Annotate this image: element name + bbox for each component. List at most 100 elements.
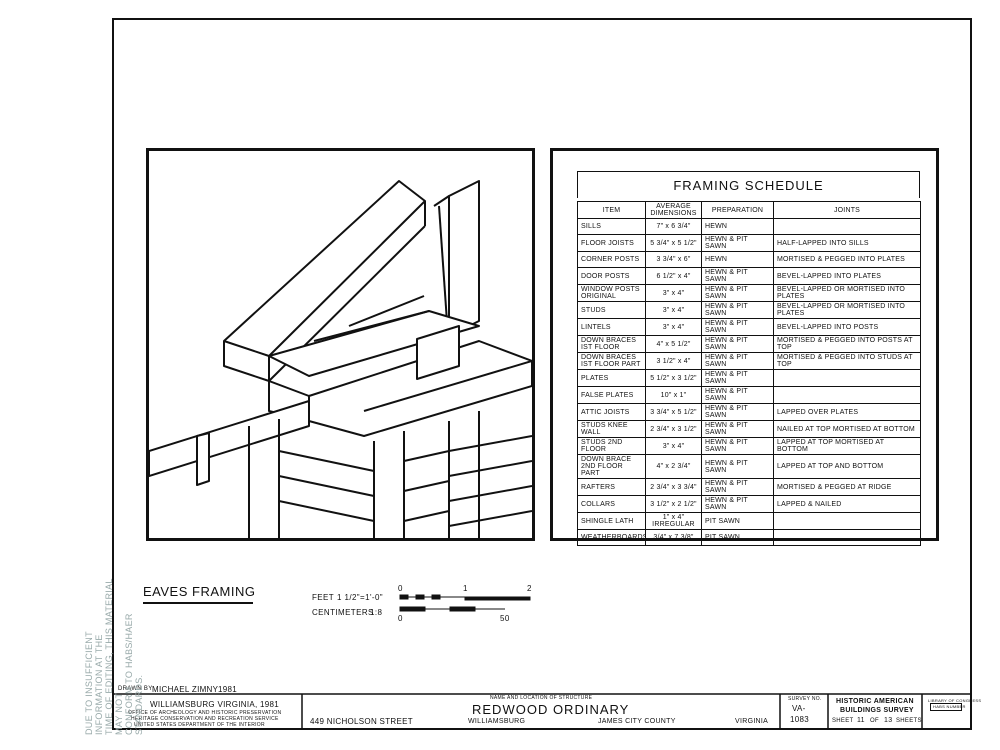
scale-feet-tick-2: 2: [527, 584, 532, 593]
cell-dimensions: 3 1/2" x 4": [645, 352, 702, 370]
drawn-by-year: 1981: [218, 685, 237, 694]
sheets-label: SHEETS: [896, 718, 922, 724]
loc-line-2: HABS NUMBER: [933, 704, 966, 709]
office-line-2: OFFICE OF ARCHEOLOGY AND HISTORIC PRESER…: [128, 710, 282, 716]
cell-joints: LAPPED AT TOP MORTISED AT BOTTOM: [773, 437, 921, 455]
sheet-label: SHEET: [832, 718, 854, 724]
margin-note-line-1: DUE TO INSUFFICIENT INFORMATION AT THE: [84, 631, 104, 735]
cell-item: PLATES: [577, 369, 646, 387]
cell-dimensions: 1" x 4" IRREGULAR: [645, 512, 702, 530]
cell-dimensions: 4" x 5 1/2": [645, 335, 702, 353]
office-line-3: HERITAGE CONSERVATION AND RECREATION SER…: [131, 716, 279, 722]
cell-joints: [773, 369, 921, 387]
cell-preparation: HEWN & PIT SAWN: [701, 420, 774, 438]
cell-joints: BEVEL-LAPPED OR MORTISED INTO PLATES: [773, 284, 921, 302]
sheet-border: [112, 18, 972, 730]
scale-feet-label: FEET: [312, 593, 335, 602]
cell-preparation: HEWN & PIT SAWN: [701, 301, 774, 319]
structure-state: VIRGINIA: [735, 718, 769, 725]
scale-cm-tick-50: 50: [500, 614, 510, 623]
cell-dimensions: 6 1/2" x 4": [645, 267, 702, 285]
cell-joints: BEVEL-LAPPED OR MORTISED INTO PLATES: [773, 301, 921, 319]
title-block-frame: [112, 693, 972, 730]
header-joints: JOINTS: [773, 201, 921, 219]
cell-item: DOWN BRACES IST FLOOR: [577, 335, 646, 353]
structure-label: NAME AND LOCATION OF STRUCTURE: [490, 695, 593, 701]
drawing-title: EAVES FRAMING: [143, 584, 256, 599]
drawn-by-label: DRAWN BY:: [118, 686, 155, 692]
cell-dimensions: 7" x 6 3/4": [645, 218, 702, 235]
cell-preparation: HEWN & PIT SAWN: [701, 386, 774, 404]
cell-dimensions: 3 1/2" x 2 1/2": [645, 495, 702, 513]
margin-note-line-2: TIME OF EDITING, THIS MATERIAL MAY NOT: [104, 578, 124, 735]
cell-item: DOOR POSTS: [577, 267, 646, 285]
structure-name: REDWOOD ORDINARY: [472, 702, 630, 717]
eaves-framing-drawing: [146, 148, 535, 541]
cell-dimensions: 2 3/4" x 3 3/4": [645, 478, 702, 496]
cell-joints: LAPPED AT TOP AND BOTTOM: [773, 454, 921, 479]
sheet-total: 13: [884, 717, 893, 724]
cell-dimensions: 4" x 2 3/4": [645, 454, 702, 479]
cell-joints: LAPPED & NAILED: [773, 495, 921, 513]
table-header-row: ITEM AVERAGE DIMENSIONS PREPARATION JOIN…: [577, 201, 921, 219]
margin-note: DUE TO INSUFFICIENT INFORMATION AT THE T…: [84, 575, 144, 735]
cell-dimensions: 5 3/4" x 5 1/2": [645, 234, 702, 252]
cell-preparation: HEWN & PIT SAWN: [701, 478, 774, 496]
drawn-by-name: MICHAEL ZIMNY: [152, 685, 219, 694]
survey-label: SURVEY NO.: [788, 696, 822, 702]
cell-dimensions: 2 3/4" x 3 1/2": [645, 420, 702, 438]
cell-item: ATTIC JOISTS: [577, 403, 646, 421]
cell-preparation: HEWN & PIT SAWN: [701, 437, 774, 455]
cell-item: DOWN BRACES IST FLOOR PART: [577, 352, 646, 370]
cell-preparation: HEWN & PIT SAWN: [701, 234, 774, 252]
cell-preparation: PIT SAWN: [701, 512, 774, 530]
cell-dimensions: 3 3/4" x 6": [645, 251, 702, 268]
cell-preparation: PIT SAWN: [701, 529, 774, 546]
cell-dimensions: 3" x 4": [645, 318, 702, 336]
scale-cm-ratio: 1:8: [370, 608, 383, 617]
cell-preparation: HEWN & PIT SAWN: [701, 454, 774, 479]
cell-joints: NAILED AT TOP MORTISED AT BOTTOM: [773, 420, 921, 438]
scale-feet-tick-1: 1: [463, 584, 468, 593]
cell-item: WINDOW POSTS ORIGINAL: [577, 284, 646, 302]
cell-joints: [773, 529, 921, 546]
cell-preparation: HEWN & PIT SAWN: [701, 335, 774, 353]
eaves-framing-illustration: [149, 180, 532, 538]
cell-joints: MORTISED & PEGGED INTO PLATES: [773, 251, 921, 268]
structure-address: 449 NICHOLSON STREET: [310, 717, 413, 726]
cell-item: FALSE PLATES: [577, 386, 646, 404]
cell-preparation: HEWN: [701, 218, 774, 235]
schedule-title: FRAMING SCHEDULE: [577, 171, 920, 198]
cell-item: SHINGLE LATH: [577, 512, 646, 530]
cell-item: FLOOR JOISTS: [577, 234, 646, 252]
office-line-1: WILLIAMSBURG VIRGINIA, 1981: [150, 700, 280, 709]
cell-dimensions: 3" x 4": [645, 284, 702, 302]
framing-schedule-table: ITEM AVERAGE DIMENSIONS PREPARATION JOIN…: [577, 201, 921, 546]
header-item: ITEM: [577, 201, 646, 219]
cell-joints: BEVEL-LAPPED INTO POSTS: [773, 318, 921, 336]
cell-joints: MORTISED & PEGGED AT RIDGE: [773, 478, 921, 496]
loc-box: [930, 703, 962, 711]
scale-feet-ratio: 1 1/2"=1'-0": [337, 593, 384, 602]
cell-item: DOWN BRACE 2ND FLOOR PART: [577, 454, 646, 479]
cell-item: STUDS KNEE WALL: [577, 420, 646, 438]
drawing-title-underline: [143, 602, 253, 604]
cell-joints: MORTISED & PEGGED INTO POSTS AT TOP: [773, 335, 921, 353]
margin-note-line-3: CONFORM TO HABS/HAER STANDARDS.: [124, 613, 144, 735]
survey-number: 1083: [790, 715, 809, 724]
scale-cm-label: CENTIMETERS: [312, 608, 374, 617]
cell-preparation: HEWN & PIT SAWN: [701, 284, 774, 302]
habs-line-1: HISTORIC AMERICAN: [836, 698, 914, 705]
cell-item: SILLS: [577, 218, 646, 235]
cell-joints: [773, 218, 921, 235]
cell-preparation: HEWN & PIT SAWN: [701, 352, 774, 370]
